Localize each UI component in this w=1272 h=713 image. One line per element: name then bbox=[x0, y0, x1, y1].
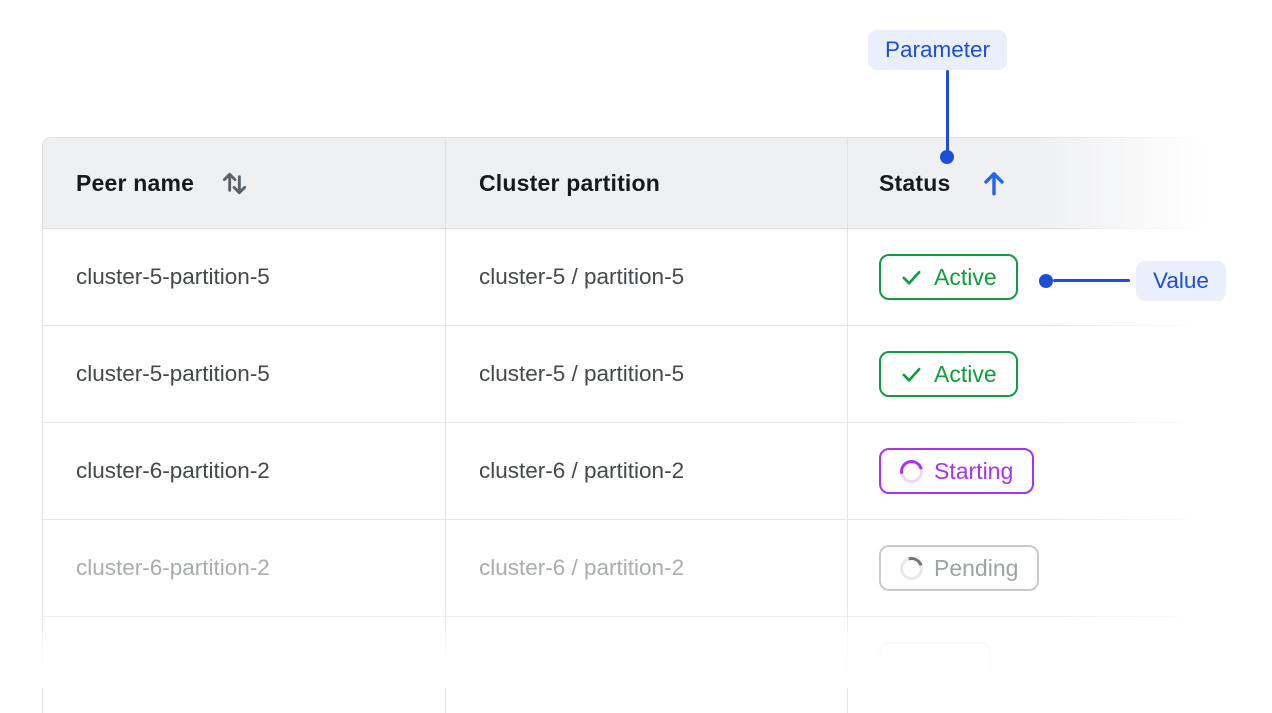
cell-peer-name: cluster-6-partition-2 bbox=[43, 520, 446, 616]
table-row: cluster-5-partition-5 cluster-5 / partit… bbox=[43, 326, 1272, 423]
cell-status bbox=[848, 617, 1272, 713]
cell-peer-name bbox=[43, 617, 446, 713]
cell-status: Starting bbox=[848, 423, 1272, 519]
column-header-label: Status bbox=[879, 169, 951, 196]
arrow-up-icon[interactable] bbox=[979, 168, 1009, 198]
parameter-annotation-label: Parameter bbox=[868, 30, 1008, 70]
check-icon bbox=[902, 270, 921, 285]
cell-cluster-partition: cluster-6 / partition-2 bbox=[446, 423, 848, 519]
table-body: cluster-5-partition-5 cluster-5 / partit… bbox=[43, 229, 1272, 713]
spinner-icon bbox=[895, 552, 928, 584]
column-header-peer-name[interactable]: Peer name bbox=[43, 138, 446, 228]
status-badge: Pending bbox=[879, 545, 1040, 591]
cell-cluster-partition: cluster-5 / partition-5 bbox=[446, 229, 848, 325]
cell-peer-name: cluster-5-partition-5 bbox=[43, 326, 446, 422]
parameter-connector-dot bbox=[940, 150, 954, 164]
cell-status: Active bbox=[848, 229, 1272, 325]
sort-up-down-icon[interactable] bbox=[220, 169, 249, 198]
table-row bbox=[43, 617, 1272, 713]
cell-cluster-partition bbox=[446, 617, 848, 713]
cell-cluster-partition: cluster-6 / partition-2 bbox=[446, 520, 848, 616]
table-row: cluster-6-partition-2 cluster-6 / partit… bbox=[43, 520, 1272, 617]
table-row: cluster-5-partition-5 cluster-5 / partit… bbox=[43, 229, 1272, 326]
table-row: cluster-6-partition-2 cluster-6 / partit… bbox=[43, 423, 1272, 520]
value-annotation-label: Value bbox=[1136, 261, 1226, 301]
status-badge bbox=[879, 642, 991, 688]
column-header-cluster-partition: Cluster partition bbox=[446, 138, 848, 228]
parameter-connector-line bbox=[946, 70, 949, 152]
cell-peer-name: cluster-5-partition-5 bbox=[43, 229, 446, 325]
cell-status: Pending bbox=[848, 520, 1272, 616]
status-badge: Active bbox=[879, 254, 1018, 300]
column-header-status[interactable]: Status bbox=[848, 138, 1272, 228]
value-connector-dot bbox=[1039, 274, 1053, 288]
check-icon bbox=[902, 367, 921, 382]
peers-table: Peer name Cluster partition Status clust… bbox=[42, 137, 1272, 713]
status-badge: Starting bbox=[879, 448, 1035, 494]
status-badge: Active bbox=[879, 351, 1018, 397]
column-header-label: Cluster partition bbox=[479, 169, 661, 196]
spinner-icon bbox=[895, 455, 928, 487]
table-header-row: Peer name Cluster partition Status bbox=[43, 138, 1272, 229]
cell-cluster-partition: cluster-5 / partition-5 bbox=[446, 326, 848, 422]
column-header-label: Peer name bbox=[76, 169, 195, 196]
cell-peer-name: cluster-6-partition-2 bbox=[43, 423, 446, 519]
cell-status: Active bbox=[848, 326, 1272, 422]
value-connector-line bbox=[1053, 279, 1130, 282]
